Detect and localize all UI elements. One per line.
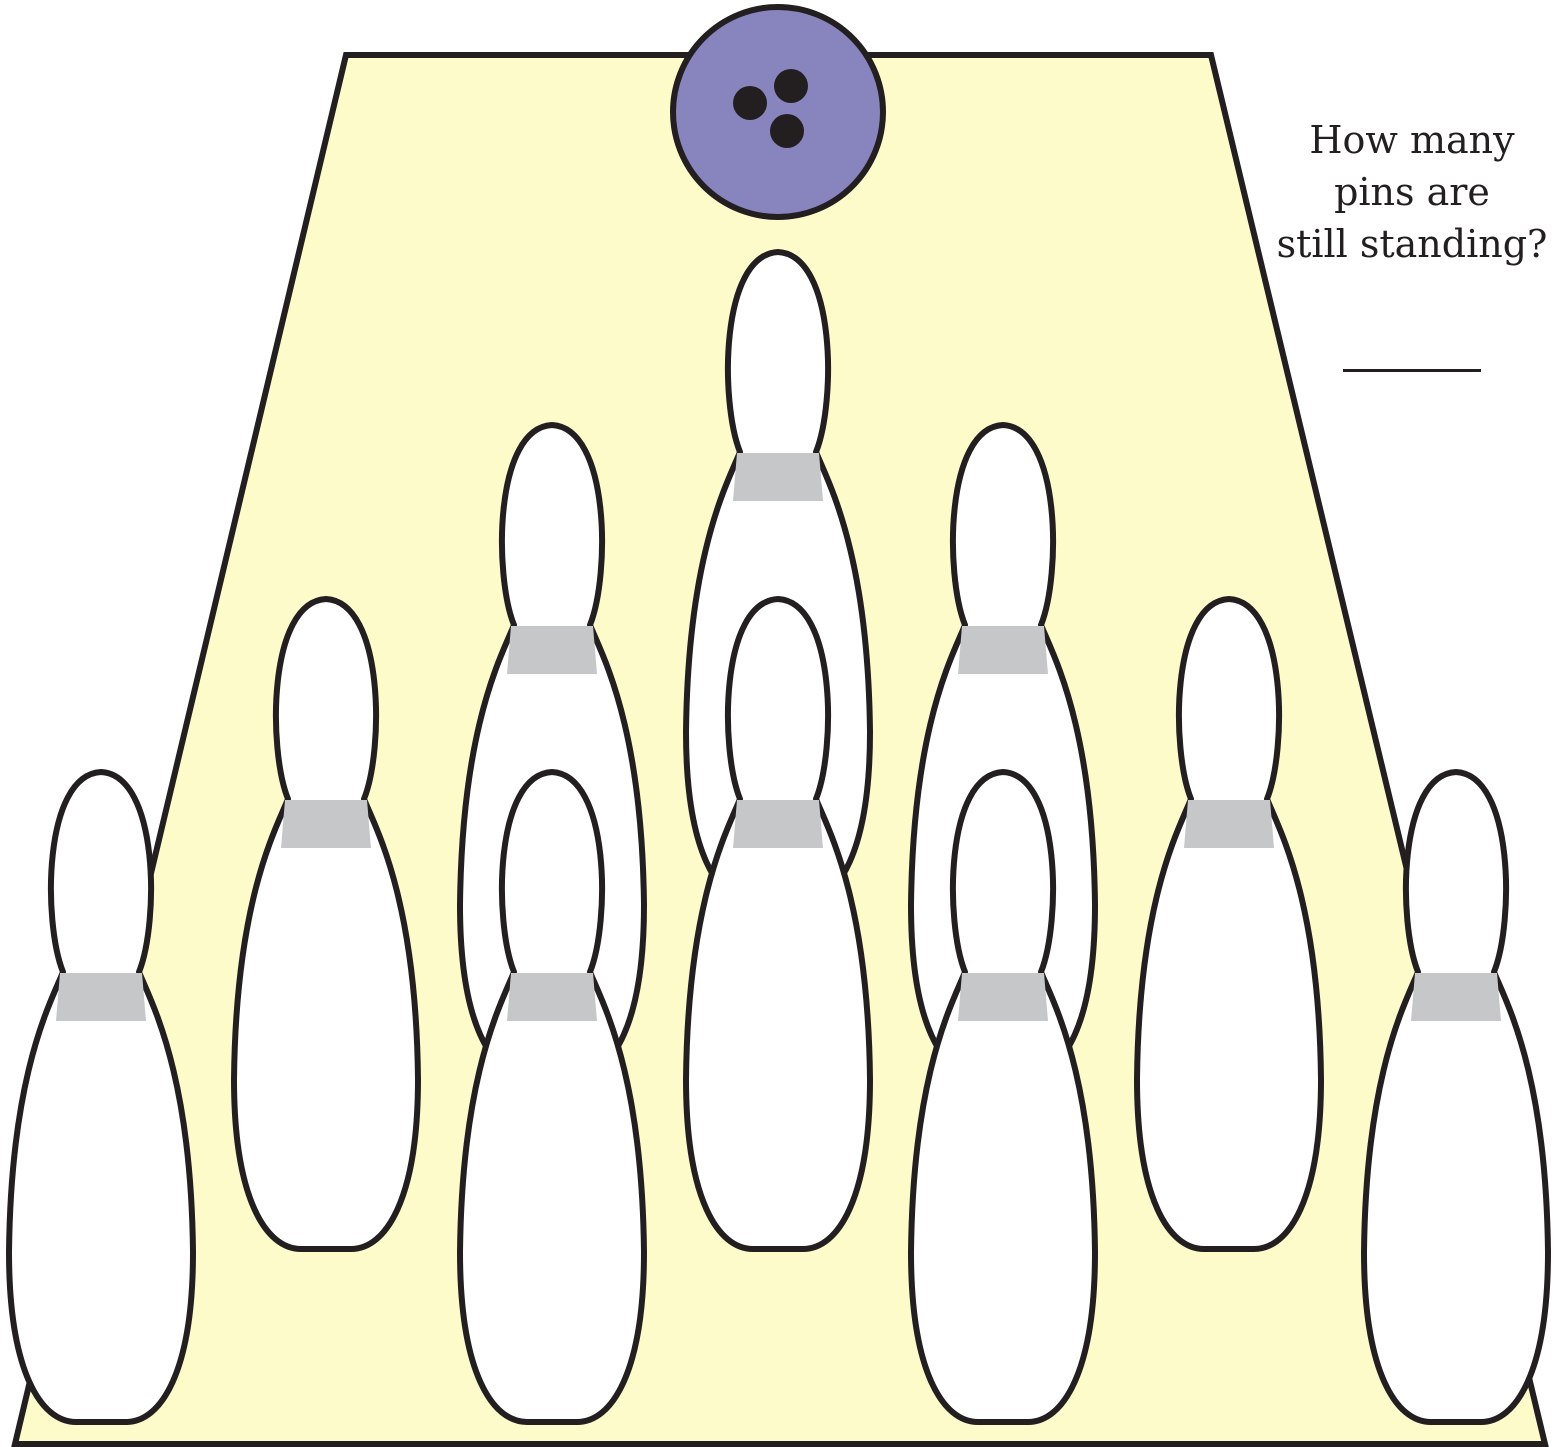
pin-body — [6, 769, 196, 1425]
bowling-pin — [1361, 769, 1551, 1425]
pin-body — [1134, 596, 1324, 1252]
bowling-pin — [1134, 596, 1324, 1252]
bowling-pin — [457, 769, 647, 1425]
pin-neck-band — [733, 453, 823, 501]
pin-neck-band — [958, 626, 1048, 674]
answer-blank[interactable] — [1343, 369, 1481, 372]
pin-body — [231, 596, 421, 1252]
bowling-ball — [670, 4, 886, 220]
pin-neck-band — [1411, 973, 1501, 1021]
question-line: still standing? — [1276, 222, 1548, 266]
pin-neck-band — [281, 800, 371, 848]
bowling-pin — [231, 596, 421, 1252]
bowling-pin — [908, 769, 1098, 1425]
pin-neck-band — [507, 626, 597, 674]
pin-neck-band — [1184, 800, 1274, 848]
question-line: How many — [1309, 118, 1515, 162]
finger-hole — [770, 114, 804, 148]
bowling-pin — [683, 596, 873, 1252]
pins-group — [6, 249, 1551, 1425]
question-line: pins are — [1334, 170, 1490, 214]
question-text: How many pins are still standing? — [1262, 114, 1560, 270]
pin-neck-band — [507, 973, 597, 1021]
pin-body — [683, 596, 873, 1252]
finger-hole — [774, 69, 808, 103]
finger-hole — [733, 86, 767, 120]
pin-neck-band — [733, 800, 823, 848]
pin-neck-band — [56, 973, 146, 1021]
pin-body — [1361, 769, 1551, 1425]
pin-body — [457, 769, 647, 1425]
pin-body — [908, 769, 1098, 1425]
pin-neck-band — [958, 973, 1048, 1021]
bowling-pin — [6, 769, 196, 1425]
bowling-ball-body — [670, 4, 886, 220]
